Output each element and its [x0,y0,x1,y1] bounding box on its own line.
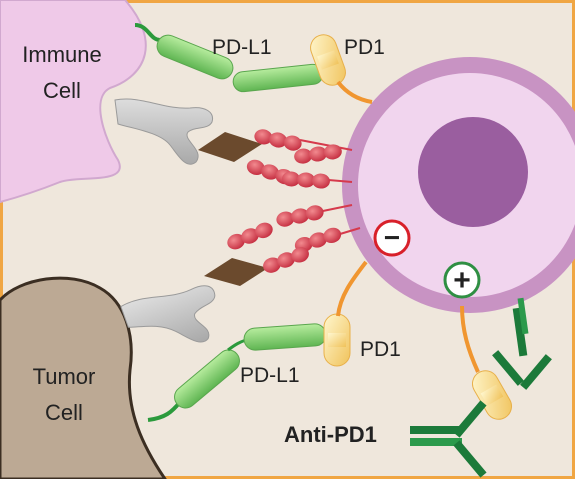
inhibit-sign: − [373,219,411,257]
tumor-cell [0,276,167,479]
mhc-top [114,98,214,165]
immune-cell-label-line2: Cell [43,78,81,103]
anti-pd1-antibody-left [410,400,487,478]
pd1-bottom-receptor [323,260,368,367]
pdl1-top-complex [134,23,324,93]
anti-pd1-antibody-right [492,297,552,390]
tumor-cell-label-line1: Tumor [33,364,96,389]
pdl1-top-label: PD-L1 [212,36,272,59]
antigen-bottom [204,258,268,286]
pd1-bottom-label: PD1 [360,338,401,361]
t-cell-nucleus [418,117,528,227]
immune-cell-label-line1: Immune [22,42,101,67]
inhibit-symbol: − [384,222,400,253]
immune-cell [0,0,147,204]
activate-sign: + [443,261,481,299]
pd1-top-label: PD1 [344,36,385,59]
tcr-group [224,127,361,276]
mhc-bottom [120,285,216,343]
pd1-top-receptor [306,30,373,104]
antigen-top [198,132,262,162]
activate-symbol: + [453,264,471,297]
pd1-blocked-receptor [460,305,517,425]
tumor-cell-label-line2: Cell [45,400,83,425]
pdl1-bottom-label: PD-L1 [240,364,300,387]
anti-pd1-label: Anti-PD1 [284,422,377,447]
